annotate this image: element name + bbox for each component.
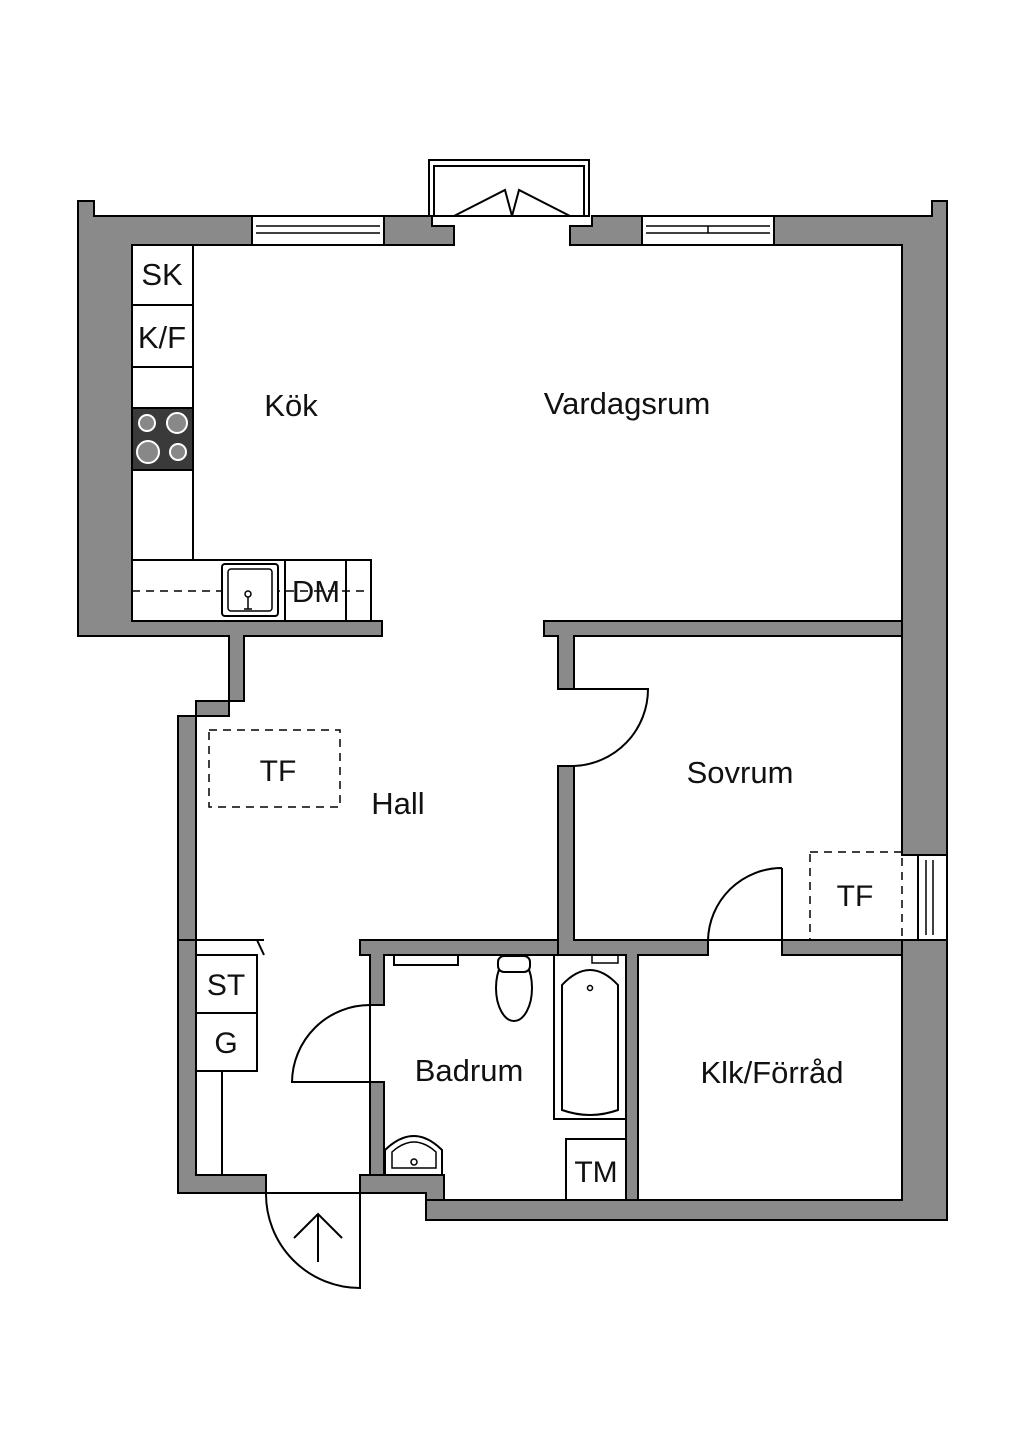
fixture-wardrobe-bedroom: TF	[837, 880, 874, 913]
wall-closet-top	[781, 939, 903, 956]
wall-bathroom-left	[369, 1081, 385, 1176]
fixture-fridge-freezer: K/F	[138, 320, 186, 355]
wardrobe-hall-outline	[208, 729, 341, 808]
doors	[264, 688, 783, 1290]
window-kitchen	[251, 215, 385, 246]
wall-bathroom-top	[359, 939, 559, 1006]
balcony	[428, 159, 590, 217]
windows	[251, 215, 948, 941]
wall-living-bedroom	[543, 620, 903, 690]
bathroom-shelf	[393, 954, 459, 966]
closet-door-icon	[706, 867, 783, 941]
wardrobe-bedroom-outline	[809, 851, 903, 941]
room-label-bedroom: Sovrum	[687, 755, 794, 790]
fixture-storage: ST	[207, 969, 245, 1002]
room-label-bathroom: Badrum	[415, 1053, 524, 1088]
washer-icon	[565, 1138, 627, 1201]
wall-top-right	[773, 200, 948, 856]
fixture-fridge: SK	[141, 257, 183, 292]
room-label-closet: Klk/Förråd	[701, 1055, 844, 1090]
fixture-washer: TM	[574, 1156, 617, 1189]
wall-top-mid-right	[569, 215, 643, 246]
room-label-hall: Hall	[371, 786, 424, 821]
hall-storage	[195, 729, 341, 1176]
wall-top-mid-left	[383, 215, 455, 246]
entrance-arrow-icon	[293, 1212, 343, 1262]
wall-bottom-mid	[359, 1174, 445, 1201]
balcony-door-right	[511, 188, 571, 217]
balcony-door-left	[453, 188, 513, 217]
fixture-wardrobe-hall: TF	[260, 755, 297, 788]
bedroom-door-icon	[573, 688, 650, 767]
room-label-living: Vardagsrum	[544, 386, 711, 421]
fixture-coat-rack: G	[214, 1027, 237, 1060]
entrance-door-icon	[264, 1192, 361, 1290]
sink-icon	[221, 563, 279, 617]
kitchen-counter	[131, 244, 372, 622]
room-label-kitchen: Kök	[264, 388, 318, 423]
fixture-dishwasher: DM	[292, 574, 340, 609]
bathroom-door-icon	[290, 1004, 371, 1083]
bathroom-fixtures	[384, 954, 627, 1201]
bathtub-icon	[553, 954, 627, 1120]
